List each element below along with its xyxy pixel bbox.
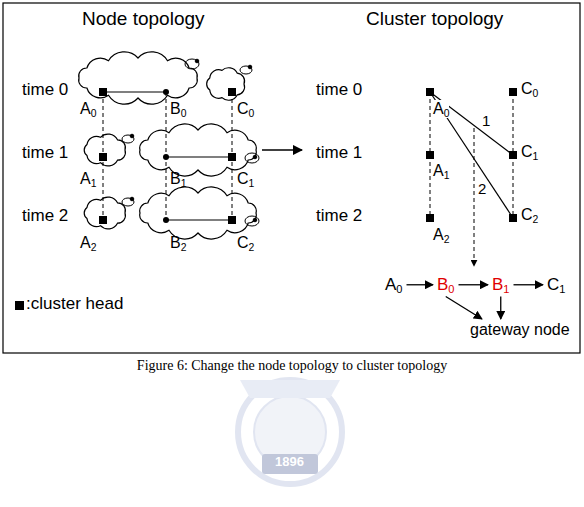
time-label: time 0 xyxy=(22,80,68,100)
node-name: C2 xyxy=(521,206,538,224)
hop-number: 1 xyxy=(482,112,490,129)
node-name: A1 xyxy=(433,162,449,180)
node-name: A0 xyxy=(433,100,449,118)
node-text: gateway node xyxy=(470,321,570,339)
time-label: time 1 xyxy=(22,143,68,163)
time-label: time 2 xyxy=(316,206,362,226)
node-text: B1 xyxy=(492,275,510,295)
panel-title: Node topology xyxy=(82,8,205,30)
node-text: C1 xyxy=(547,275,565,295)
cluster-cloud xyxy=(140,187,257,239)
time-label: time 0 xyxy=(316,80,362,100)
gateway-label: gateway node xyxy=(468,320,572,340)
watermark-emblem xyxy=(238,380,342,484)
node-name: A1 xyxy=(80,170,96,188)
connector-arrow xyxy=(514,284,544,285)
connector-arrow xyxy=(500,297,501,319)
node-name: B1 xyxy=(170,170,186,188)
gateway-node: B0 xyxy=(435,274,457,296)
cluster-links xyxy=(430,92,513,218)
cluster-cloud xyxy=(140,124,257,176)
cluster-cloud xyxy=(84,134,125,166)
node-name: A2 xyxy=(433,226,449,244)
gateway-node: B1 xyxy=(490,274,512,296)
cluster-cloud xyxy=(84,197,125,229)
node-text: A0 xyxy=(385,275,403,295)
legend-entry: :cluster head xyxy=(26,294,123,314)
connector-arrow xyxy=(407,284,434,285)
panel-title: Cluster topology xyxy=(366,8,503,30)
cluster-cloud xyxy=(79,52,198,104)
figure-frame xyxy=(3,3,580,353)
node-name: A2 xyxy=(80,234,96,252)
transform-arrow xyxy=(262,149,302,151)
hop-number: 2 xyxy=(478,180,486,197)
time-lines xyxy=(103,92,513,220)
connector-arrow xyxy=(459,284,489,285)
watermark-text: 1896 xyxy=(275,455,304,470)
node-name: B0 xyxy=(170,100,186,118)
cluster-clouds xyxy=(79,52,257,239)
member-nodes xyxy=(163,89,169,223)
cluster-cloud xyxy=(207,68,245,100)
cluster-heads xyxy=(15,88,517,310)
node-name: B2 xyxy=(170,234,186,252)
node-name: C0 xyxy=(237,100,254,118)
node-name: A0 xyxy=(80,100,96,118)
node-name: C1 xyxy=(237,170,254,188)
connector-arrow xyxy=(446,297,482,319)
figure-caption: Figure 6: Change the node topology to cl… xyxy=(0,358,584,374)
node-text: B0 xyxy=(437,275,455,295)
node-links xyxy=(103,92,232,220)
node-name: C0 xyxy=(521,80,538,98)
mapping-arrow xyxy=(474,128,475,266)
node-name: C2 xyxy=(237,234,254,252)
time-label: time 2 xyxy=(22,206,68,226)
chain-node: A0 xyxy=(383,274,405,296)
node-name: C1 xyxy=(521,143,538,161)
time-label: time 1 xyxy=(316,143,362,163)
range-swirls xyxy=(122,59,259,226)
chain-node: C1 xyxy=(545,274,567,296)
legend-text: :cluster head xyxy=(26,294,123,313)
